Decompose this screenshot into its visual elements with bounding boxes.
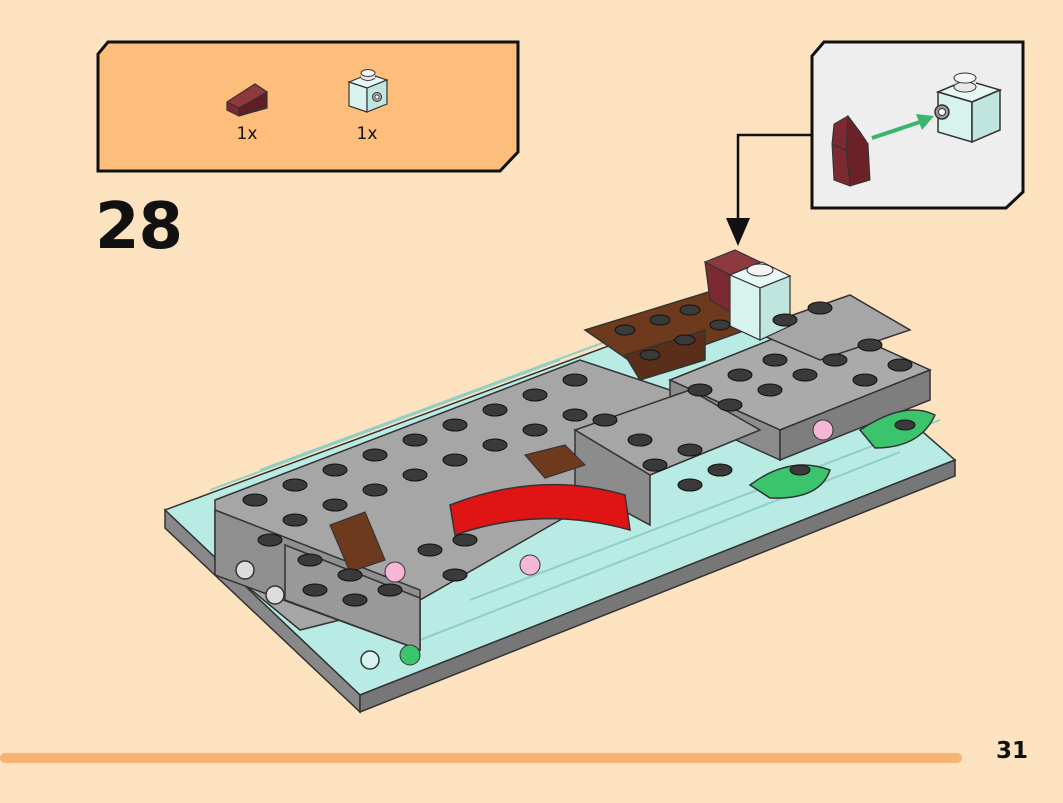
lego-build-model-icon [163,249,957,714]
part-quantity: 1x [236,124,258,144]
light-aqua-brick-with-side-stud-icon [347,69,389,113]
parts-list-box: 1x 1x [96,40,520,173]
footer-bar [0,753,962,763]
step-number: 28 [95,190,183,264]
attach-slope-to-side-stud-icon [810,40,1025,210]
dark-red-slope-brick-icon [225,83,268,117]
parts-list-frame [96,40,520,173]
callout-box [810,40,1025,210]
page-number: 31 [996,738,1029,764]
build-model-illustration [150,230,970,724]
callout-pointer-arrow [726,133,812,246]
part-quantity: 1x [356,124,378,144]
